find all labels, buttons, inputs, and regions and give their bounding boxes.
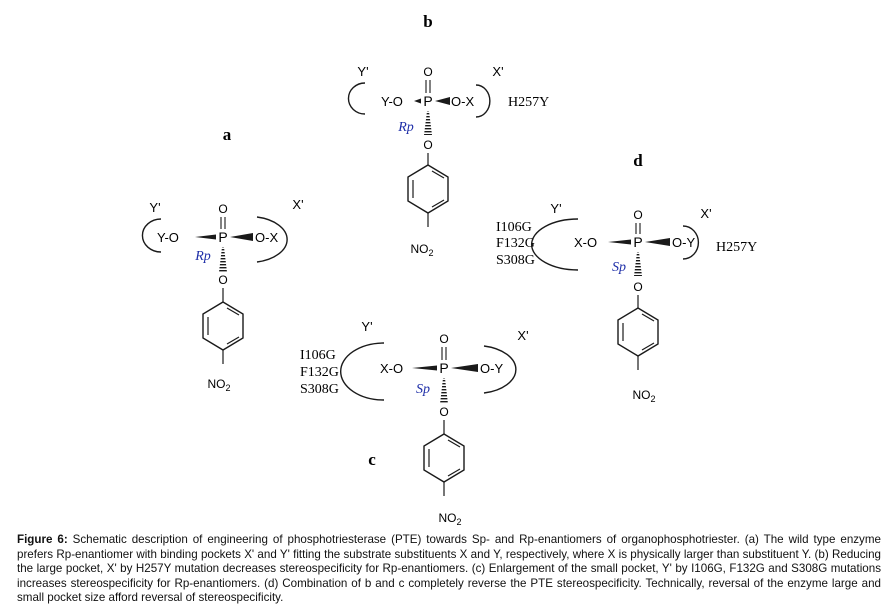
left-substituent: X-O (574, 235, 597, 250)
hashed-bond (634, 252, 642, 276)
panel-d: d Y' X' I106G F132G S308G X-O P O-Y H257… (496, 151, 757, 404)
right-wedge-bond (230, 233, 253, 241)
svg-text:F132G: F132G (496, 236, 535, 251)
oxo-oxygen: O (633, 208, 642, 222)
figure-caption-text: Schematic description of engineering of … (17, 533, 881, 605)
right-substituent: O-Y (480, 361, 503, 376)
small-binding-pocket-enlarged (340, 342, 385, 401)
mutation-h257y: H257Y (508, 95, 549, 110)
right-substituent: O-Y (672, 235, 695, 250)
large-pocket-label: X' (517, 328, 528, 343)
nitrophenyl-ring (617, 307, 659, 357)
nitro-group: NO2 (438, 511, 461, 527)
left-wedge-bond (414, 98, 421, 104)
config-label: Sp (416, 382, 430, 397)
bridging-oxygen: O (423, 138, 432, 152)
large-binding-pocket-reduced (682, 225, 700, 260)
mutation-h257y: H257Y (716, 240, 757, 255)
right-wedge-bond (451, 364, 478, 372)
panel-label-b: b (423, 12, 432, 31)
svg-text:F132G: F132G (300, 365, 339, 380)
left-substituent: Y-O (157, 230, 179, 245)
large-pocket-label: X' (292, 197, 303, 212)
hashed-bond (424, 111, 432, 135)
bridging-oxygen: O (218, 273, 227, 287)
large-pocket-label: X' (700, 206, 711, 221)
ptes-stereospecificity-scheme: b Y' X' Y-O P O-X H257Y O Rp O NO2 a Y' … (141, 12, 757, 527)
oxo-oxygen: O (439, 332, 448, 346)
svg-text:S308G: S308G (300, 382, 339, 397)
phosphorus-atom: P (439, 360, 448, 376)
figure-caption: Figure 6: Schematic description of engin… (17, 533, 881, 606)
small-pocket-label: Y' (357, 64, 368, 79)
panel-a: a Y' X' Y-O P O-X O Rp O NO2 (141, 125, 304, 393)
nitrophenyl-ring (407, 164, 449, 214)
config-label: Rp (397, 120, 414, 135)
panel-b: b Y' X' Y-O P O-X H257Y O Rp O NO2 (347, 12, 549, 258)
large-binding-pocket (483, 345, 517, 394)
nitro-group: NO2 (410, 242, 433, 258)
small-binding-pocket (141, 218, 162, 253)
panel-label-a: a (223, 125, 232, 144)
left-wedge-bond (412, 365, 437, 371)
small-binding-pocket-enlarged (530, 218, 579, 271)
mutation-list: I106G F132G S308G (496, 220, 535, 268)
oxo-oxygen: O (423, 65, 432, 79)
oxo-oxygen: O (218, 202, 227, 216)
config-label: Rp (194, 249, 211, 264)
left-wedge-bond (608, 239, 631, 245)
svg-text:S308G: S308G (496, 253, 535, 268)
hashed-bond (440, 378, 448, 404)
nitrophenyl-ring (202, 301, 244, 351)
right-wedge-bond (645, 238, 670, 246)
figure-caption-label: Figure 6: (17, 533, 68, 546)
panel-label-d: d (633, 151, 643, 170)
nitrophenyl-ring (423, 433, 465, 483)
bridging-oxygen: O (439, 405, 448, 419)
svg-text:I106G: I106G (300, 348, 336, 363)
large-binding-pocket-reduced (475, 84, 491, 118)
phosphorus-atom: P (423, 93, 432, 109)
hashed-bond (219, 247, 227, 272)
small-pocket-label: Y' (149, 200, 160, 215)
panel-c: c Y' X' I106G F132G S308G X-O P O-Y O Sp… (300, 319, 529, 527)
config-label: Sp (612, 260, 626, 275)
right-substituent: O-X (255, 230, 278, 245)
small-pocket-label: Y' (550, 201, 561, 216)
left-substituent: Y-O (381, 94, 403, 109)
large-pocket-label: X' (492, 64, 503, 79)
small-binding-pocket (347, 82, 366, 115)
left-substituent: X-O (380, 361, 403, 376)
bridging-oxygen: O (633, 280, 642, 294)
right-wedge-bond (435, 97, 450, 105)
large-binding-pocket (256, 216, 288, 263)
svg-text:I106G: I106G (496, 220, 532, 235)
nitro-group: NO2 (632, 388, 655, 404)
nitro-group: NO2 (207, 377, 230, 393)
left-wedge-bond (195, 234, 216, 240)
panel-label-c: c (368, 450, 376, 469)
phosphorus-atom: P (633, 234, 642, 250)
right-substituent: O-X (451, 94, 474, 109)
small-pocket-label: Y' (361, 319, 372, 334)
phosphorus-atom: P (218, 229, 227, 245)
mutation-list: I106G F132G S308G (300, 348, 339, 397)
